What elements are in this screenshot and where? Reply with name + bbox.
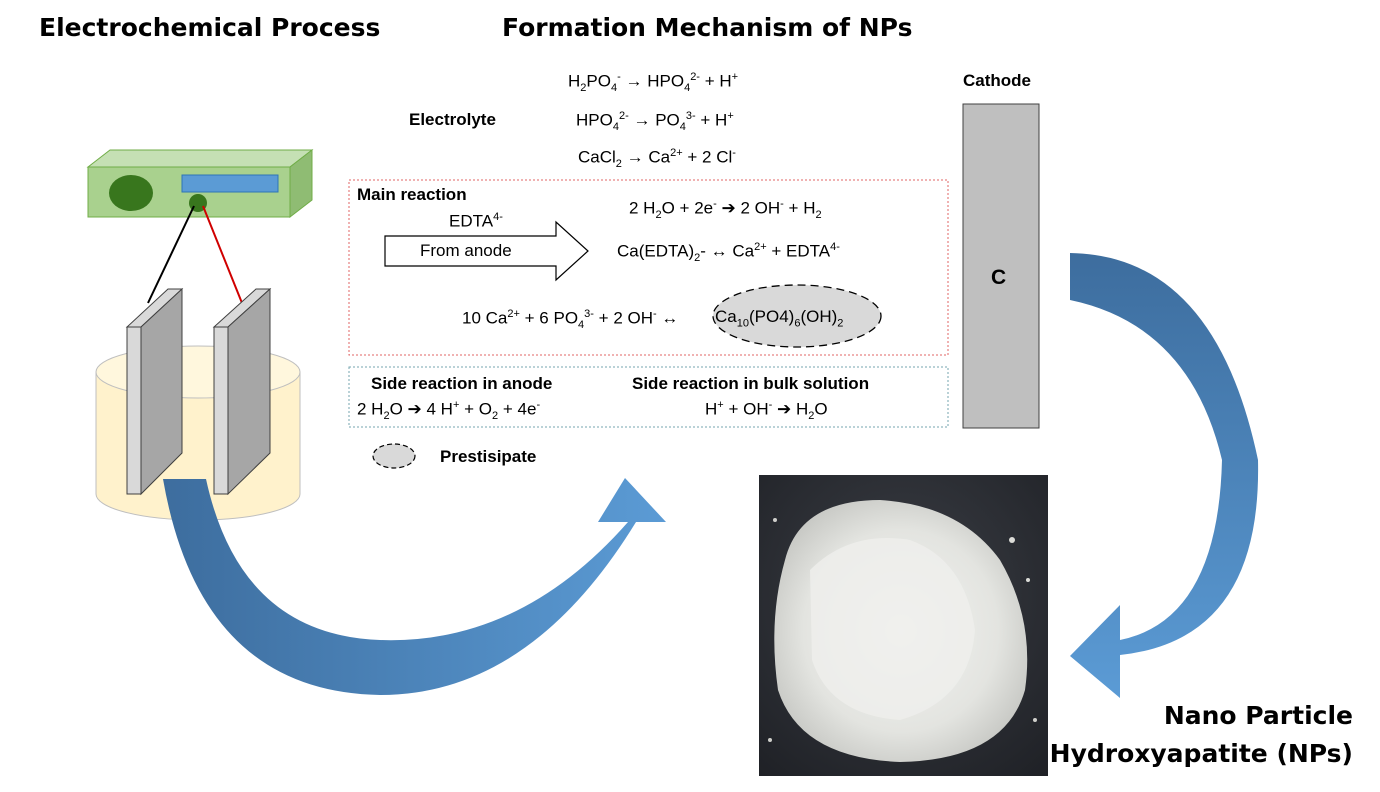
product-precipitate-ellipse <box>712 284 882 348</box>
legend-precipitate-label: Prestisipate <box>440 447 537 466</box>
title-electrochemical-process: Electrochemical Process <box>39 13 381 42</box>
powder-photo <box>759 475 1048 776</box>
power-display <box>181 174 279 193</box>
main-equation-3: 10 Ca2+ + 6 PO43- + 2 OH- ↔ <box>462 308 679 332</box>
power-dial-icon <box>109 175 153 211</box>
electrolyte-label: Electrolyte <box>409 110 496 129</box>
side-reaction-bulk-equation: H+ + OH- ➔ H2O <box>705 399 828 423</box>
electrode-right <box>212 287 272 496</box>
power-supply <box>86 148 314 219</box>
wire-black <box>147 205 195 304</box>
from-anode-label: From anode <box>420 241 512 260</box>
edta-label: EDTA4- <box>449 211 503 231</box>
main-equation-2: Ca(EDTA)2- ↔ Ca2+ + EDTA4- <box>617 241 840 265</box>
cathode-label: Cathode <box>963 71 1031 90</box>
electrode-left <box>125 287 184 496</box>
cathode-bar <box>962 103 1040 429</box>
side-reaction-anode-equation: 2 H2O ➔ 4 H+ + O2 + 4e- <box>357 399 541 423</box>
legend-precipitate-icon <box>372 443 416 469</box>
wire-red <box>202 205 243 304</box>
electrolyte-equation-3: CaCl2 → Ca2+ + 2 Cl- <box>578 147 736 171</box>
main-reaction-label: Main reaction <box>357 185 467 204</box>
title-result-line1: Nano Particle <box>1163 701 1353 730</box>
title-result-line2: Hydroxyapatite (NPs) <box>1049 739 1353 768</box>
cathode-letter: C <box>991 266 1007 289</box>
main-equation-1: 2 H2O + 2e- ➔ 2 OH- + H2 <box>629 198 822 222</box>
side-reaction-bulk-label: Side reaction in bulk solution <box>632 374 870 393</box>
curved-arrow-left <box>163 478 666 695</box>
curved-arrow-right <box>1070 253 1259 698</box>
side-reaction-anode-label: Side reaction in anode <box>371 374 553 393</box>
electrolyte-equation-1: H2PO4- → HPO42- + H+ <box>568 71 739 95</box>
title-formation-mechanism: Formation Mechanism of NPs <box>502 13 913 42</box>
side-reaction-box <box>348 366 949 428</box>
main-reaction-box <box>348 179 949 356</box>
from-anode-arrow <box>384 220 589 282</box>
electrolyte-equation-2: HPO42- → PO43- + H+ <box>576 110 734 134</box>
product-formula: Ca10(PO4)6(OH)2 <box>715 307 844 330</box>
